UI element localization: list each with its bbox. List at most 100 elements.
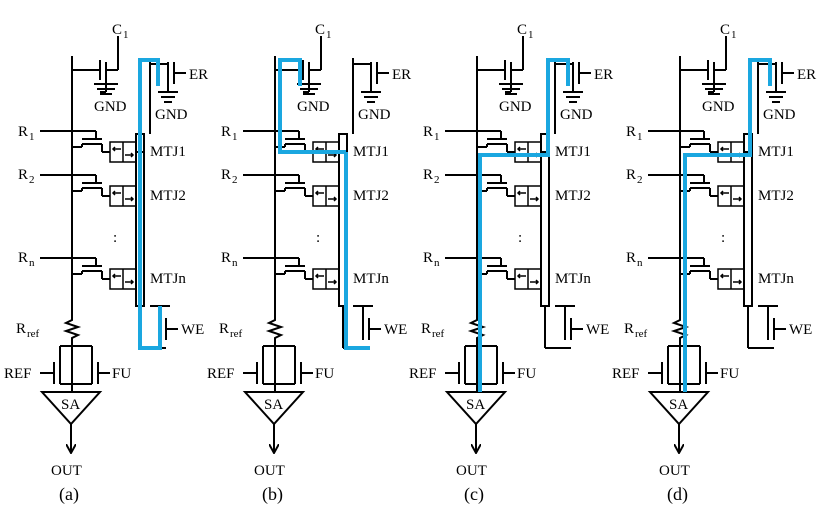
current-path-segment [138, 306, 162, 350]
out-label: OUT [51, 463, 82, 479]
rref-label-main: R [219, 321, 229, 337]
gnd-label-right: GND [763, 107, 796, 123]
c1-label-main: C [517, 22, 527, 38]
mtj1-label: MTJ1 [555, 144, 591, 160]
we-label: WE [789, 322, 812, 338]
r1-label-main: R [18, 124, 28, 140]
ellipsis-label: : [316, 230, 320, 246]
panel-caption: (d) [667, 484, 688, 505]
sa-label: SA [466, 397, 485, 413]
rn-label-sub: n [434, 257, 440, 269]
gnd-label-left: GND [499, 99, 532, 115]
current-path-segment [478, 58, 570, 392]
mtj2-label: MTJ2 [555, 188, 591, 204]
mtj1-label: MTJ1 [353, 144, 389, 160]
r1-label-sub: 1 [232, 131, 238, 143]
current-path-c [478, 58, 570, 392]
current-path-segment [278, 58, 346, 154]
r2-label-main: R [423, 167, 433, 183]
ref-label: REF [612, 366, 640, 382]
panel-caption: (a) [59, 484, 79, 505]
we-label: WE [384, 322, 407, 338]
c1-label-sub: 1 [326, 29, 332, 41]
ellipsis-label: : [518, 230, 522, 246]
r2-label-main: R [221, 167, 231, 183]
panel-caption: (c) [464, 484, 484, 505]
current-path-segment [138, 58, 160, 306]
rn-label-sub: n [29, 257, 35, 269]
current-path-d [683, 58, 772, 392]
ref-label: REF [409, 366, 437, 382]
gnd-label-left: GND [297, 99, 330, 115]
fu-label: FU [315, 366, 334, 382]
rn-label-sub: n [637, 257, 643, 269]
c1-label-sub: 1 [123, 29, 129, 41]
current-path-segment [344, 152, 370, 350]
r1-label-main: R [221, 124, 231, 140]
er-label: ER [189, 67, 208, 83]
current-path-a [138, 58, 162, 350]
rref-label-main: R [421, 321, 431, 337]
rn-label-main: R [423, 250, 433, 266]
mtj2-label: MTJ2 [150, 188, 186, 204]
c1-label-main: C [720, 22, 730, 38]
rref-label-main: R [624, 321, 634, 337]
r2-label-sub: 2 [29, 174, 35, 186]
mtjn-label: MTJn [150, 271, 186, 287]
r2-label-sub: 2 [637, 174, 643, 186]
r1-label-sub: 1 [434, 131, 440, 143]
ellipsis-label: : [113, 230, 117, 246]
sa-label: SA [669, 397, 688, 413]
rn-label-main: R [18, 250, 28, 266]
ref-label: REF [207, 366, 235, 382]
r1-label-main: R [423, 124, 433, 140]
r2-label-sub: 2 [232, 174, 238, 186]
out-label: OUT [659, 463, 690, 479]
panel-caption: (b) [262, 484, 283, 505]
ref-label: REF [4, 366, 32, 382]
rref-label-sub: ref [635, 328, 648, 340]
rn-label-main: R [221, 250, 231, 266]
gnd-label-right: GND [358, 107, 391, 123]
gnd-label-right: GND [155, 107, 188, 123]
rref-label-sub: ref [432, 328, 445, 340]
rref-label-sub: ref [230, 328, 243, 340]
current-path-segment [683, 58, 772, 392]
er-label: ER [392, 67, 411, 83]
sa-label: SA [264, 397, 283, 413]
we-label: WE [586, 322, 609, 338]
mtj1-label: MTJ1 [150, 144, 186, 160]
c1-label-main: C [315, 22, 325, 38]
c1-label-sub: 1 [731, 29, 737, 41]
out-label: OUT [456, 463, 487, 479]
er-label: ER [797, 67, 816, 83]
sa-label: SA [61, 397, 80, 413]
gnd-label-left: GND [94, 99, 127, 115]
current-path-b [278, 58, 370, 350]
mtj2-label: MTJ2 [353, 188, 389, 204]
r1-label-sub: 1 [637, 131, 643, 143]
fu-label: FU [517, 366, 536, 382]
gnd-label-left: GND [702, 99, 735, 115]
